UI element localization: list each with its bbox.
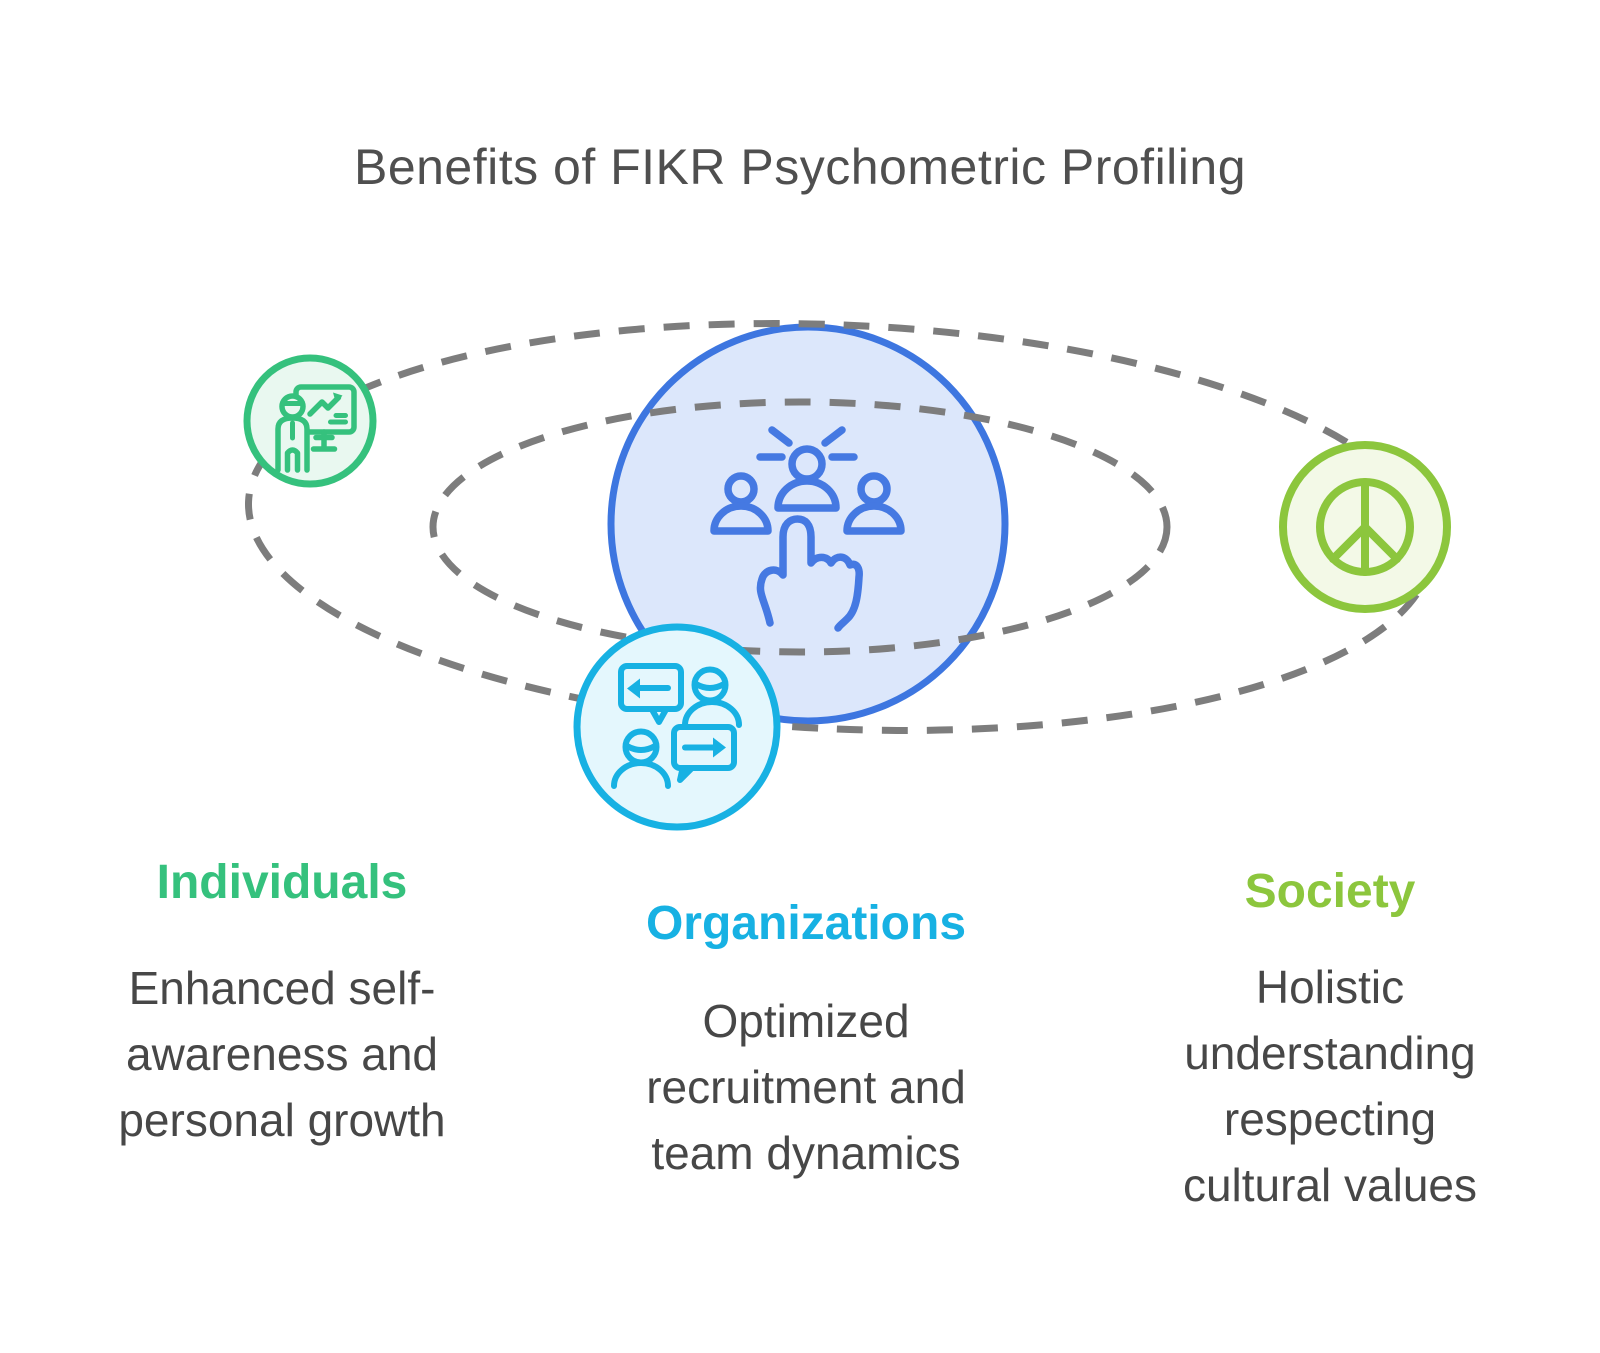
presenter-head	[279, 393, 306, 420]
person-shoulders	[682, 699, 742, 728]
orbit-inner	[429, 398, 1171, 656]
individuals-description: Enhanced self-awareness and personal gro…	[118, 962, 446, 1146]
conversation-icon	[611, 663, 742, 789]
left-arrow	[627, 678, 640, 699]
presenter-chart-icon	[275, 384, 357, 473]
peace-icon	[1316, 478, 1414, 576]
society-heading: Society	[1244, 865, 1416, 918]
board-stand	[310, 429, 338, 452]
organizations-section: Organizations Optimized recruitment and …	[596, 896, 1016, 1186]
team-selection-icon	[710, 426, 905, 632]
organizations-heading: Organizations	[645, 897, 967, 950]
right-arrow	[713, 737, 726, 758]
individuals-heading: Individuals	[156, 856, 408, 909]
society-description: Holistic understanding respecting cultur…	[1182, 961, 1478, 1211]
society-section: Society Holistic understanding respectin…	[1150, 864, 1510, 1218]
pointing-hand	[756, 515, 863, 632]
organizations-description: Optimized recruitment and team dynamics	[646, 995, 966, 1179]
rays	[756, 426, 858, 461]
page-title: Benefits of FIKR Psychometric Profiling	[353, 139, 1247, 195]
trend-arrow	[307, 394, 342, 417]
individuals-section: Individuals Enhanced self-awareness and …	[72, 855, 492, 1153]
